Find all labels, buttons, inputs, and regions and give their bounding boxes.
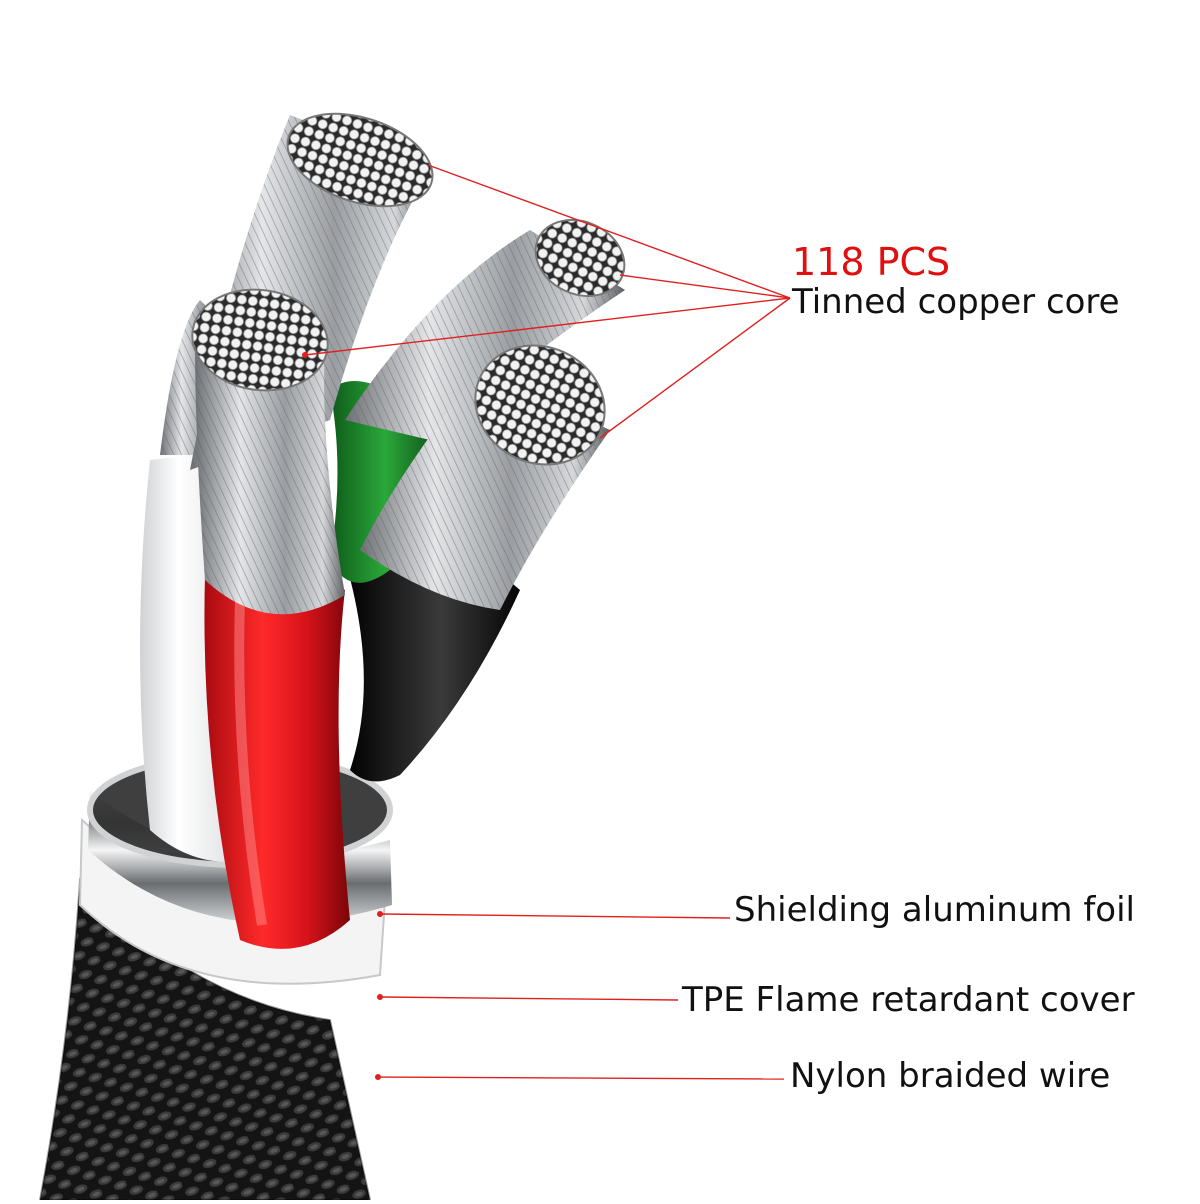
nylon-braid-label: Nylon braided wire [790,1056,1111,1096]
core-type-label: Tinned copper core [792,282,1120,322]
leader-tpe [379,996,679,1001]
red-wire [204,563,350,949]
copper-core-strand-4 [191,288,345,615]
copper-core-strand-2 [345,219,626,440]
leader-dots [302,352,383,1080]
leader-lines [304,164,791,1080]
core-count-label: 118 PCS [792,240,951,284]
leader-core-3 [304,297,791,356]
leader-braid [377,1076,785,1080]
tpe-cover-label: TPE Flame retardant cover [682,980,1135,1020]
leader-core-4 [599,297,791,439]
shielding-foil-label: Shielding aluminum foil [734,890,1135,930]
leader-foil [379,913,731,919]
copper-core-strand-3 [360,344,610,610]
leader-core-2 [619,274,791,299]
leader-core-1 [427,164,791,299]
